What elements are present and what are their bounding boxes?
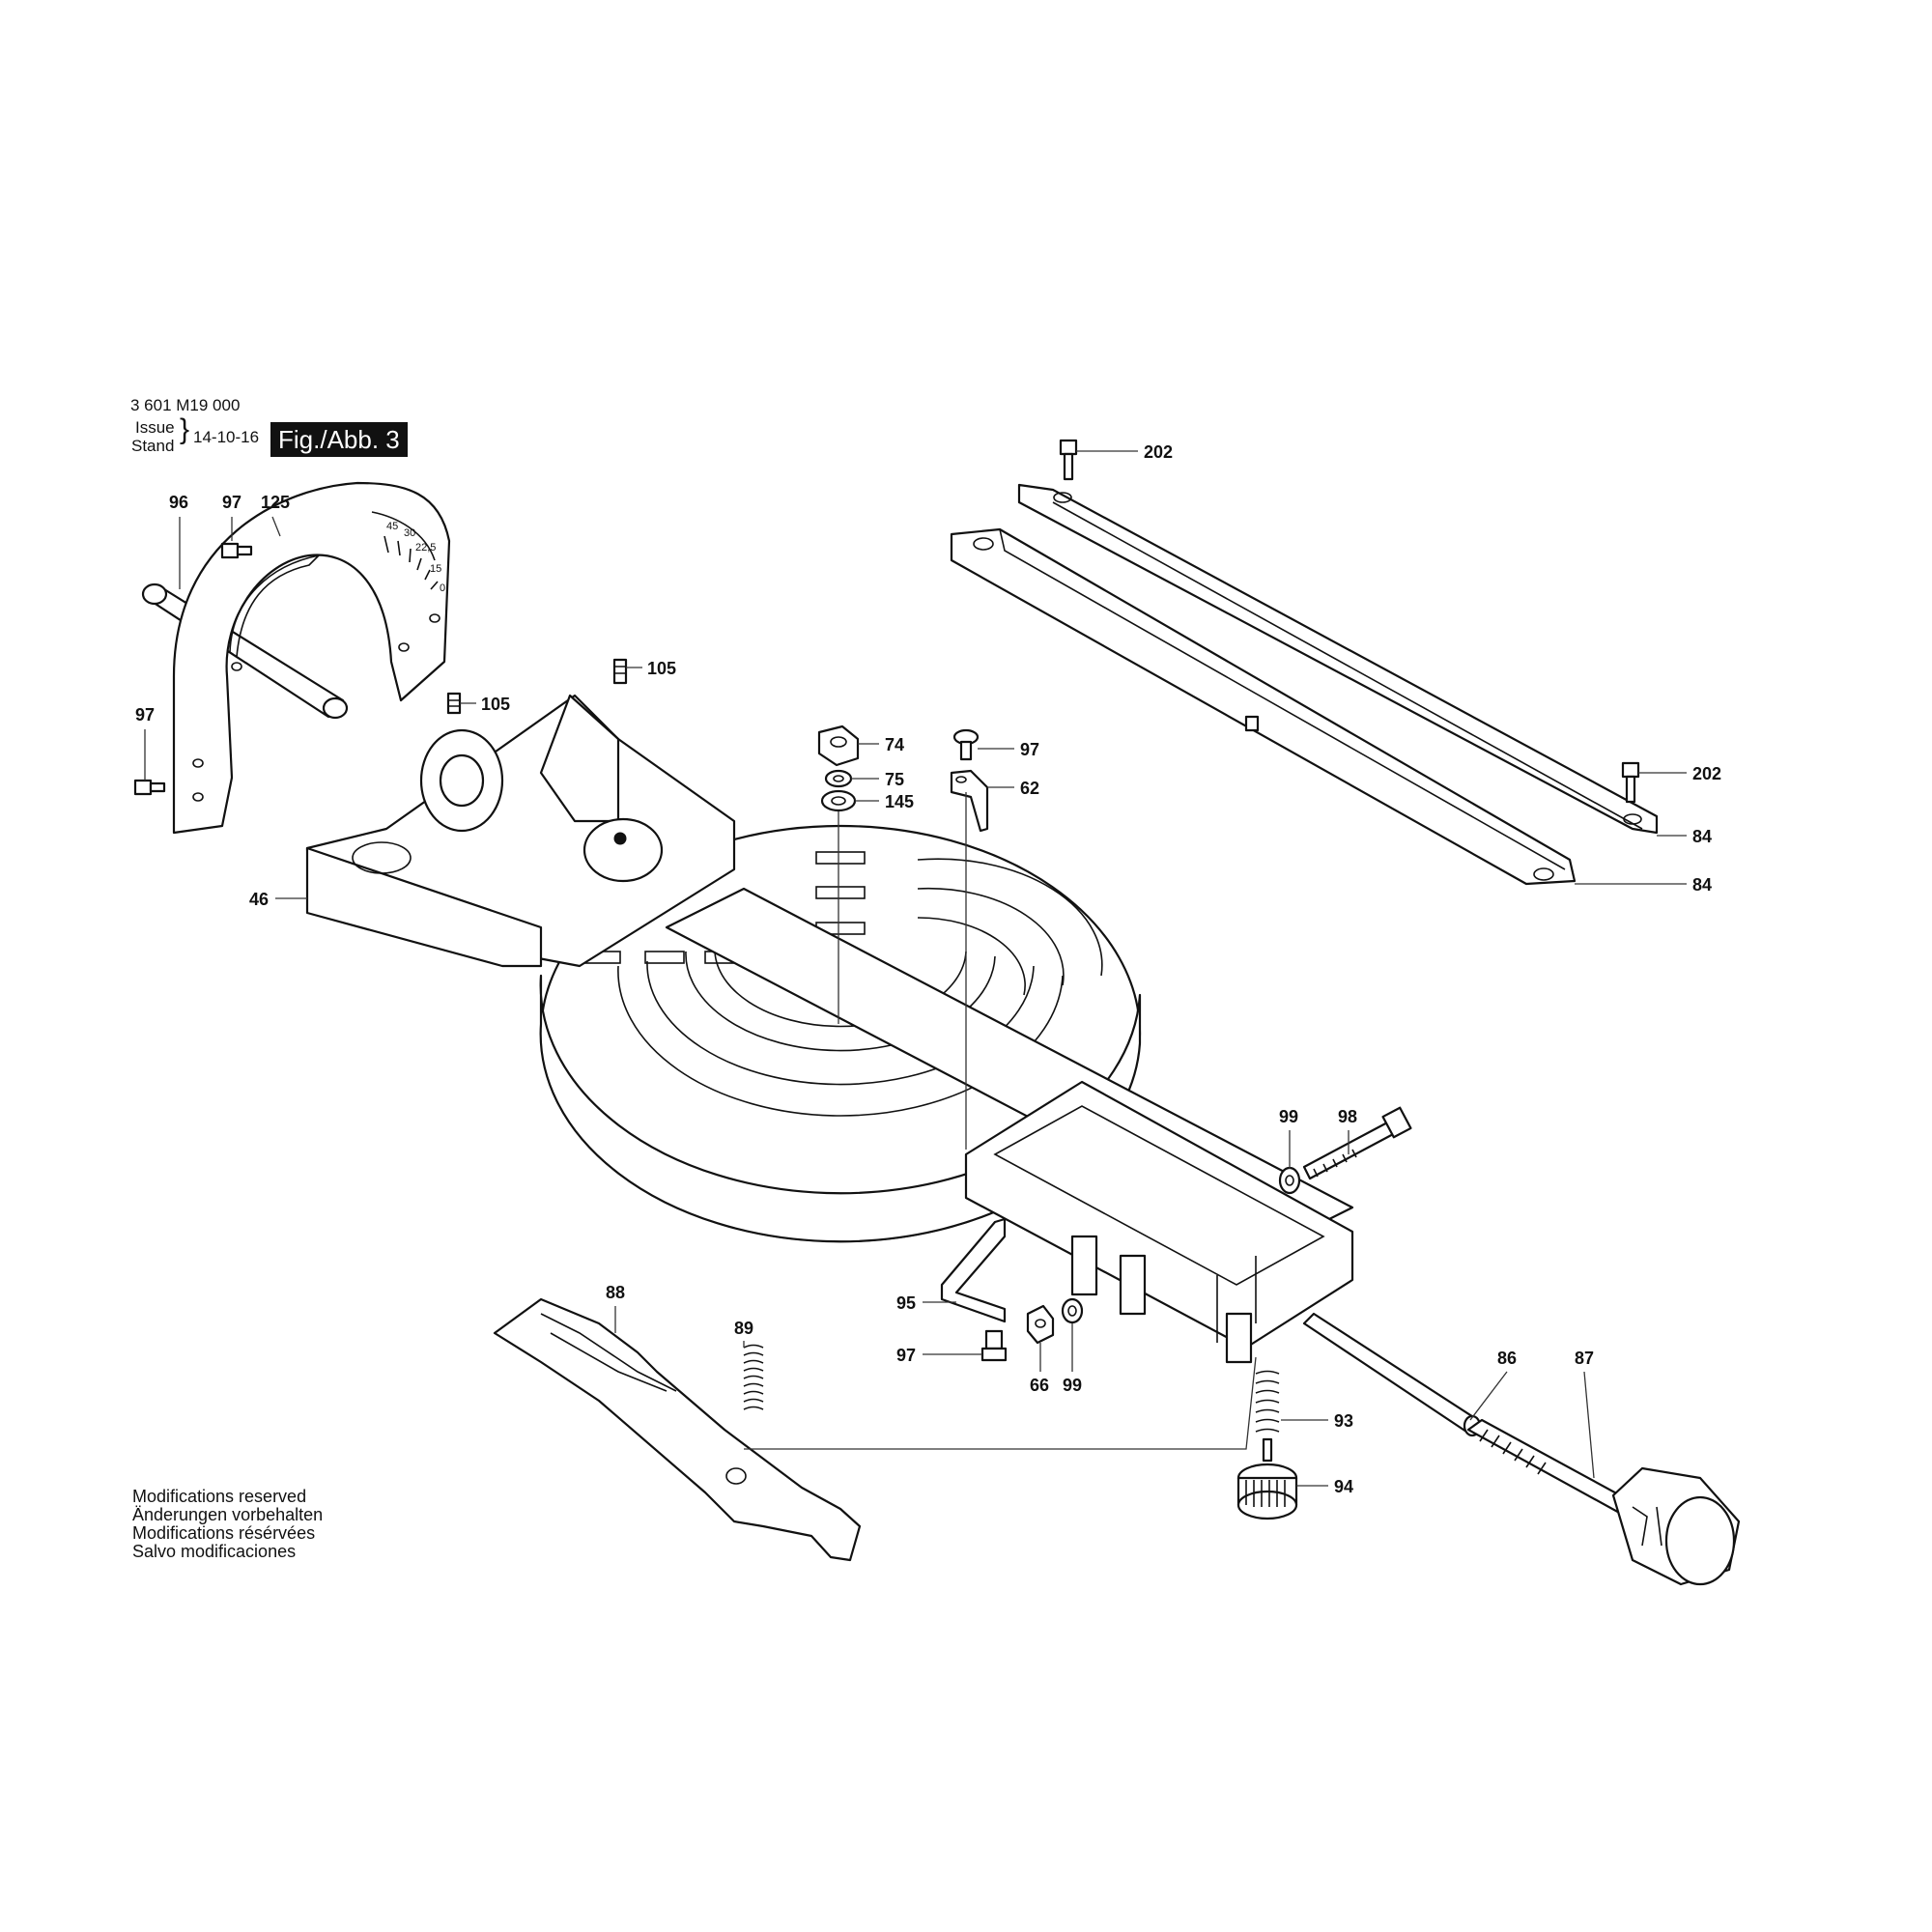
callout-66: 66 xyxy=(1030,1376,1049,1395)
svg-text:15: 15 xyxy=(430,563,441,575)
callout-97-plate-bottom: 97 xyxy=(135,705,155,724)
bolt-98 xyxy=(1302,1106,1412,1180)
callout-88: 88 xyxy=(606,1283,625,1302)
locking-knob-87 xyxy=(1466,1418,1741,1586)
screw-97-lower xyxy=(980,1329,1008,1362)
callout-202-top: 202 xyxy=(1144,442,1173,462)
bevel-pivot-right xyxy=(582,817,664,883)
screw-202-right xyxy=(1621,761,1640,804)
part-number: 3 601 M19 000 xyxy=(130,396,241,414)
callout-105-upper: 105 xyxy=(647,659,676,678)
nut-66 xyxy=(1026,1304,1055,1345)
svg-text:30: 30 xyxy=(404,527,415,539)
callout-202-right: 202 xyxy=(1692,764,1721,783)
svg-text:0: 0 xyxy=(440,582,445,594)
set-screw-105-left xyxy=(446,692,462,715)
callout-89: 89 xyxy=(734,1319,753,1338)
modification-notes: Modifications reserved Änderungen vorbeh… xyxy=(132,1488,323,1561)
figure-label: Fig./Abb. 3 xyxy=(270,422,408,457)
callout-98: 98 xyxy=(1338,1107,1357,1126)
callout-74: 74 xyxy=(885,735,904,754)
bevel-pivot-left xyxy=(419,728,504,833)
washer-75 xyxy=(824,769,853,788)
callout-95: 95 xyxy=(896,1293,916,1313)
bracket-95 xyxy=(940,1217,1007,1323)
screw-97-plate-top xyxy=(220,542,253,559)
washer-99-top xyxy=(1278,1166,1301,1195)
callout-96: 96 xyxy=(169,493,188,512)
callout-97-bracket: 97 xyxy=(1020,740,1039,759)
stand-label: Stand xyxy=(131,437,175,455)
leader-87 xyxy=(1583,1371,1595,1479)
spring-93 xyxy=(1255,1370,1280,1433)
washer-99-bottom xyxy=(1061,1297,1084,1324)
callout-62: 62 xyxy=(1020,779,1039,798)
callout-105-left: 105 xyxy=(481,695,510,714)
callout-94: 94 xyxy=(1334,1477,1353,1496)
leader-125 xyxy=(271,516,281,537)
release-lever-88 xyxy=(493,1297,862,1562)
knob-94 xyxy=(1236,1437,1298,1520)
issue-date: 14-10-16 xyxy=(193,428,260,446)
callout-87: 87 xyxy=(1575,1349,1594,1368)
note-de: Änderungen vorbehalten xyxy=(132,1505,324,1524)
spring-89 xyxy=(743,1344,764,1410)
screw-97-bracket xyxy=(952,728,980,761)
fence-bar-lower xyxy=(950,527,1577,886)
callout-97-plate-top: 97 xyxy=(222,493,242,512)
svg-text:22,5: 22,5 xyxy=(415,542,436,554)
rod-86 xyxy=(1302,1312,1482,1437)
fence-bar-upper xyxy=(1017,483,1659,835)
callout-125: 125 xyxy=(261,493,290,512)
callout-75: 75 xyxy=(885,770,904,789)
note-fr: Modifications résérvées xyxy=(132,1523,316,1543)
note-en: Modifications reserved xyxy=(132,1487,307,1506)
washer-145 xyxy=(820,789,857,812)
screw-202-top xyxy=(1059,439,1078,481)
callout-97-lower: 97 xyxy=(896,1346,916,1365)
svg-text:45: 45 xyxy=(386,521,398,532)
axis-line-lever xyxy=(744,1356,1257,1450)
callout-99-top: 99 xyxy=(1279,1107,1298,1126)
nut-74 xyxy=(817,724,860,767)
callout-84-upper: 84 xyxy=(1692,827,1712,846)
callout-86: 86 xyxy=(1497,1349,1517,1368)
callout-46: 46 xyxy=(249,890,269,909)
note-es: Salvo modificaciones xyxy=(132,1542,297,1561)
issue-label: Issue xyxy=(135,418,175,437)
callout-99-bottom: 99 xyxy=(1063,1376,1082,1395)
leader-86 xyxy=(1469,1371,1508,1421)
bracket-62 xyxy=(950,769,989,833)
callout-93: 93 xyxy=(1334,1411,1353,1431)
bracket-glyph: } xyxy=(180,413,190,445)
protractor-scale: 45 30 22,5 15 0 xyxy=(384,521,445,594)
callout-145: 145 xyxy=(885,792,914,811)
screw-97-plate-bottom xyxy=(133,779,166,796)
set-screw-105-upper xyxy=(612,658,628,685)
callout-84-lower: 84 xyxy=(1692,875,1712,895)
bevel-scale-plate xyxy=(172,481,451,835)
